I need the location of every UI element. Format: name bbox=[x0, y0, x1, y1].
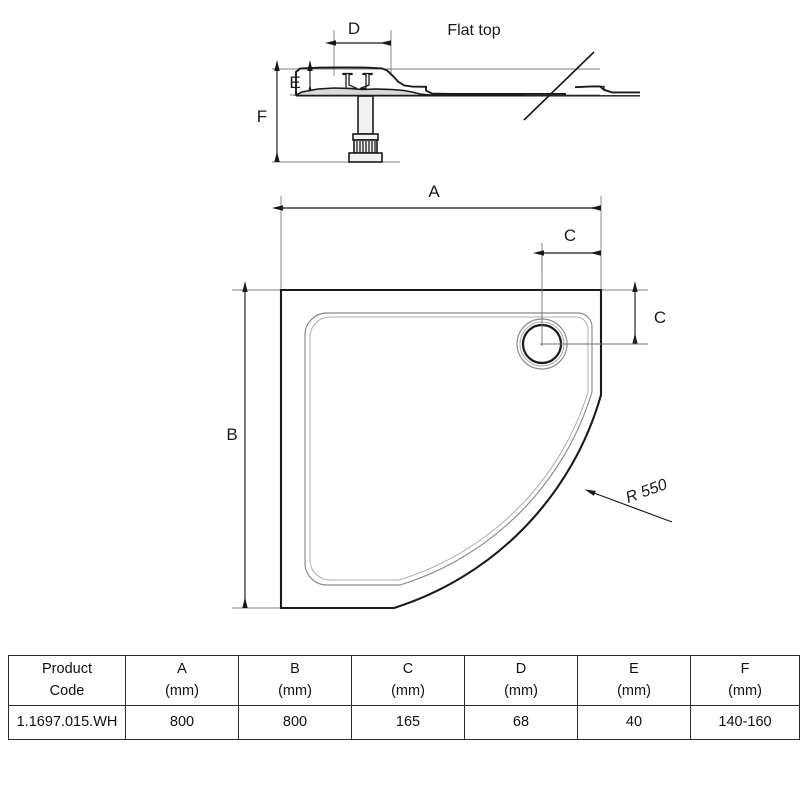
header-c: C (mm) bbox=[351, 655, 465, 706]
section-rib-right bbox=[359, 72, 373, 90]
header-a: A (mm) bbox=[125, 655, 239, 706]
dimension-label-e: E bbox=[289, 73, 300, 92]
leg-knurl-lines bbox=[356, 141, 376, 152]
header-product-code: Product Code bbox=[8, 655, 126, 706]
header-e-line1: E bbox=[629, 661, 639, 678]
header-e: E (mm) bbox=[577, 655, 691, 706]
header-product-code-line2: Code bbox=[49, 682, 85, 699]
header-e-line2: (mm) bbox=[617, 682, 651, 699]
tray-inner-rim-outer bbox=[304, 312, 593, 586]
header-c-line1: C bbox=[402, 661, 414, 678]
dimension-label-c-vertical: C bbox=[654, 308, 666, 327]
leg-collar-top bbox=[352, 133, 379, 141]
leg-base-foot bbox=[348, 152, 383, 163]
dimension-label-b: B bbox=[226, 425, 237, 444]
header-b-line2: (mm) bbox=[278, 682, 312, 699]
leg-shaft bbox=[357, 95, 374, 135]
cell-b: 800 bbox=[238, 705, 352, 740]
header-b: B (mm) bbox=[238, 655, 352, 706]
tray-inner-rim-inner bbox=[309, 316, 589, 581]
tray-section-top-profile bbox=[295, 66, 524, 95]
header-d-line2: (mm) bbox=[504, 682, 538, 699]
specification-table: Product Code A (mm) B (mm) C (mm) D (m bbox=[8, 655, 800, 740]
dimension-label-a: A bbox=[428, 182, 440, 201]
section-break-line bbox=[523, 51, 595, 121]
header-f-line2: (mm) bbox=[728, 682, 762, 699]
header-f: F (mm) bbox=[690, 655, 800, 706]
plan-view: A C C B bbox=[226, 182, 673, 610]
cell-d: 68 bbox=[464, 705, 578, 740]
cell-product-code: 1.1697.015.WH bbox=[8, 705, 126, 740]
specification-table-wrap: Product Code A (mm) B (mm) C (mm) D (m bbox=[8, 655, 800, 740]
header-d-line1: D bbox=[515, 661, 527, 678]
section-rib-left bbox=[342, 72, 358, 90]
header-d: D (mm) bbox=[464, 655, 578, 706]
header-product-code-line1: Product bbox=[42, 661, 92, 678]
cell-e: 40 bbox=[577, 705, 691, 740]
header-a-line2: (mm) bbox=[165, 682, 199, 699]
flat-top-note: Flat top bbox=[447, 22, 500, 39]
cell-c: 165 bbox=[351, 705, 465, 740]
cell-f: 140-160 bbox=[690, 705, 800, 740]
cross-section-view: D E F Flat top bbox=[257, 19, 640, 163]
dimension-label-f: F bbox=[257, 107, 267, 126]
header-c-line2: (mm) bbox=[391, 682, 425, 699]
header-b-line1: B bbox=[290, 661, 300, 678]
dimension-label-d: D bbox=[348, 19, 360, 38]
table-header-row: Product Code A (mm) B (mm) C (mm) D (m bbox=[8, 655, 800, 706]
radius-leader-line bbox=[584, 489, 673, 523]
header-a-line1: A bbox=[177, 661, 187, 678]
cell-a: 800 bbox=[125, 705, 239, 740]
radius-callout-label: R 550 bbox=[624, 476, 670, 507]
tray-section-far-detail bbox=[574, 85, 640, 94]
tray-outer-outline bbox=[279, 288, 603, 610]
dimension-label-c-horizontal: C bbox=[564, 226, 576, 245]
header-f-line1: F bbox=[740, 661, 750, 678]
table-row: 1.1697.015.WH 800 800 165 68 40 140-160 bbox=[8, 705, 800, 740]
